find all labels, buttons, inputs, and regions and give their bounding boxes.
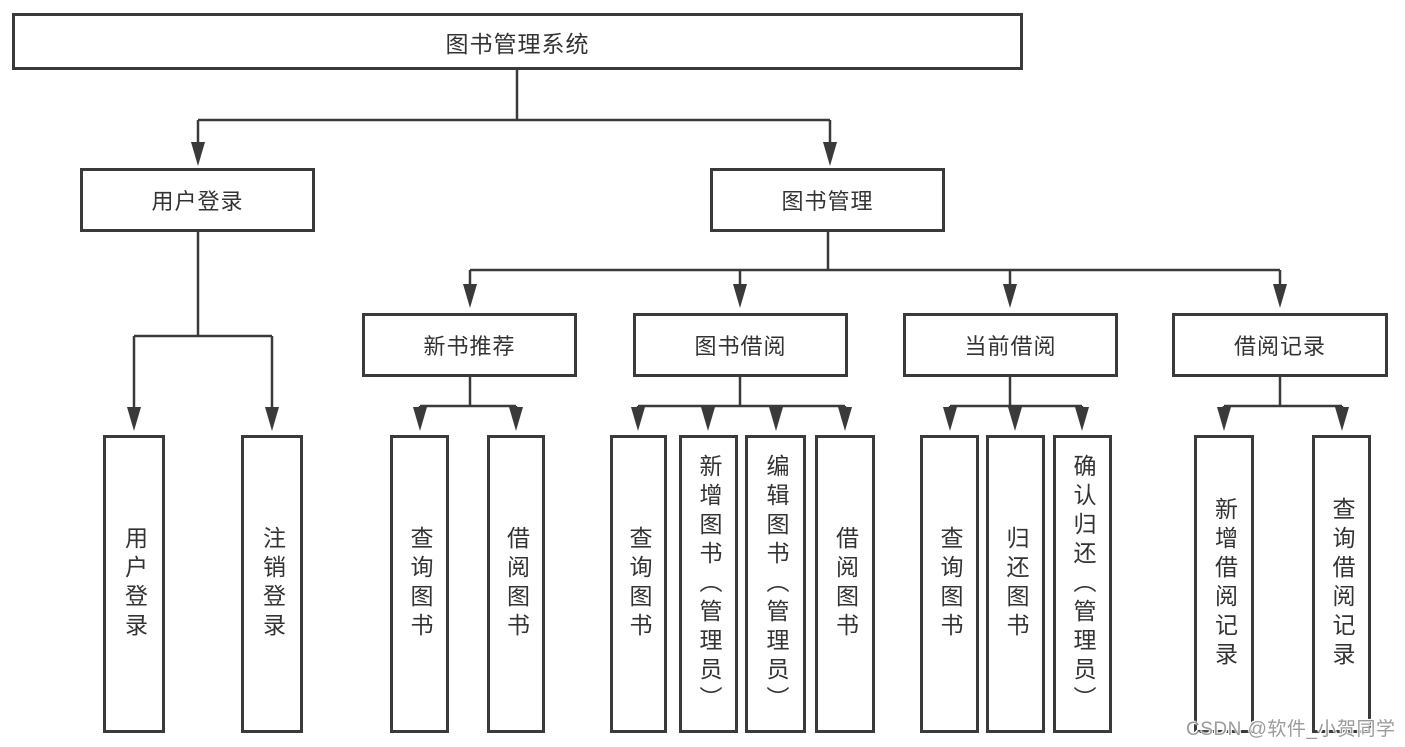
node-leaf-confirm-return-admin: 确认归还（管理员） bbox=[1053, 435, 1112, 733]
node-root: 图书管理系统 bbox=[12, 13, 1023, 70]
node-leaf-return-book: 归还图书 bbox=[986, 435, 1045, 733]
node-leaf-query-books-1: 查询图书 bbox=[390, 435, 449, 733]
node-leaf-add-book-admin: 新增图书（管理员） bbox=[679, 435, 738, 733]
leaf-label: 用户登录 bbox=[121, 526, 148, 642]
node-current-borrowing: 当前借阅 bbox=[903, 313, 1118, 377]
leaf-label: 新增借阅记录 bbox=[1211, 497, 1238, 671]
node-book-borrowing: 图书借阅 bbox=[633, 313, 848, 377]
node-leaf-query-books-3: 查询图书 bbox=[920, 435, 979, 733]
leaf-label: 借阅图书 bbox=[503, 526, 530, 642]
leaf-label: 查询图书 bbox=[407, 526, 433, 642]
leaf-label: 查询图书 bbox=[626, 526, 652, 642]
node-leaf-borrow-books-1: 借阅图书 bbox=[487, 435, 545, 733]
leaf-label: 编辑图书（管理员） bbox=[763, 453, 789, 715]
node-user-login: 用户登录 bbox=[80, 168, 315, 232]
csdn-watermark: CSDN @软件_小贺同学 bbox=[1186, 719, 1396, 740]
leaf-label: 查询借阅记录 bbox=[1329, 497, 1355, 671]
leaf-label: 归还图书 bbox=[1003, 526, 1029, 642]
leaf-label: 查询图书 bbox=[937, 526, 963, 642]
node-leaf-edit-book-admin: 编辑图书（管理员） bbox=[745, 435, 806, 733]
node-new-book-recommendation: 新书推荐 bbox=[362, 313, 577, 377]
node-leaf-query-borrow-record: 查询借阅记录 bbox=[1312, 435, 1371, 733]
node-leaf-add-borrow-record: 新增借阅记录 bbox=[1194, 435, 1254, 733]
node-leaf-query-books-2: 查询图书 bbox=[610, 435, 667, 733]
node-leaf-borrow-books-2: 借阅图书 bbox=[815, 435, 875, 733]
leaf-label: 确认归还（管理员） bbox=[1070, 453, 1096, 715]
node-leaf-user-login: 用户登录 bbox=[103, 435, 165, 733]
node-book-management: 图书管理 bbox=[710, 168, 945, 232]
node-borrowing-records: 借阅记录 bbox=[1172, 313, 1388, 377]
leaf-label: 借阅图书 bbox=[832, 526, 859, 642]
node-leaf-logout: 注销登录 bbox=[241, 435, 303, 733]
leaf-label: 注销登录 bbox=[259, 526, 286, 642]
leaf-label: 新增图书（管理员） bbox=[696, 453, 722, 715]
arrowheads bbox=[127, 142, 1349, 431]
